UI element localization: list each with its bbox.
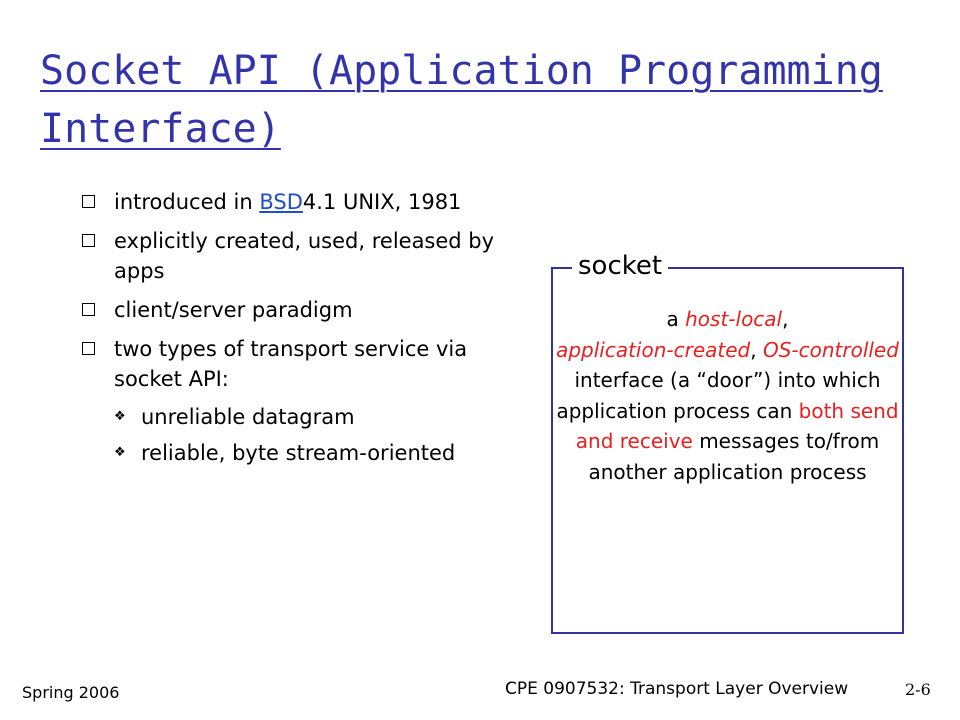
sub-bullet-item: ❖ reliable, byte stream-oriented [114, 438, 522, 468]
bullet-item: client/server paradigm [82, 295, 522, 325]
square-bullet-icon [82, 342, 95, 355]
desc-highlight-red: both send and receive [575, 398, 899, 454]
desc-text: , [782, 307, 789, 331]
bullet-list: introduced in BSD4.1 UNIX, 1981 explicit… [82, 187, 522, 477]
bullet-text: explicitly created, used, released by ap… [114, 229, 495, 283]
square-bullet-icon [82, 234, 95, 247]
desc-highlight: application-created [556, 337, 751, 362]
sub-bullet-text: reliable, byte stream-oriented [141, 441, 456, 465]
desc-highlight: host-local [685, 307, 783, 331]
footer-date: Spring 2006 [22, 683, 120, 702]
desc-text: , [750, 337, 757, 362]
socket-box-label: socket [572, 249, 669, 283]
desc-text: messages to/from another application pro… [588, 429, 880, 484]
bullet-text: introduced in [114, 190, 260, 214]
socket-description: a host-local,application-created, OS-con… [553, 304, 902, 487]
square-bullet-icon [82, 303, 95, 316]
sub-bullet-list: ❖ unreliable datagram ❖ reliable, byte s… [114, 402, 522, 468]
socket-definition-box [551, 267, 904, 634]
slide-title: Socket API (Application Programming Inte… [40, 48, 883, 152]
bsd-link[interactable]: BSD [259, 190, 303, 214]
desc-text: interface (a “door”) into which applicat… [556, 368, 881, 423]
desc-text: a [666, 307, 686, 331]
square-bullet-icon [82, 195, 95, 208]
bullet-text: 4.1 UNIX, 1981 [302, 190, 462, 214]
bullet-item: introduced in BSD4.1 UNIX, 1981 [82, 187, 522, 217]
bullet-item: two types of transport service via socke… [82, 334, 522, 468]
sub-bullet-text: unreliable datagram [141, 405, 355, 429]
footer-course: CPE 0907532: Transport Layer Overview [505, 679, 849, 699]
bullet-text: two types of transport service via socke… [114, 337, 468, 391]
bullet-item: explicitly created, used, released by ap… [82, 226, 522, 286]
desc-highlight: OS-controlled [762, 337, 899, 362]
sub-bullet-item: ❖ unreliable datagram [114, 402, 522, 432]
diamond-bullet-icon: ❖ [114, 445, 126, 460]
diamond-bullet-icon: ❖ [114, 409, 126, 424]
footer-page-number: 2-6 [905, 680, 931, 699]
bullet-text: client/server paradigm [114, 298, 353, 322]
